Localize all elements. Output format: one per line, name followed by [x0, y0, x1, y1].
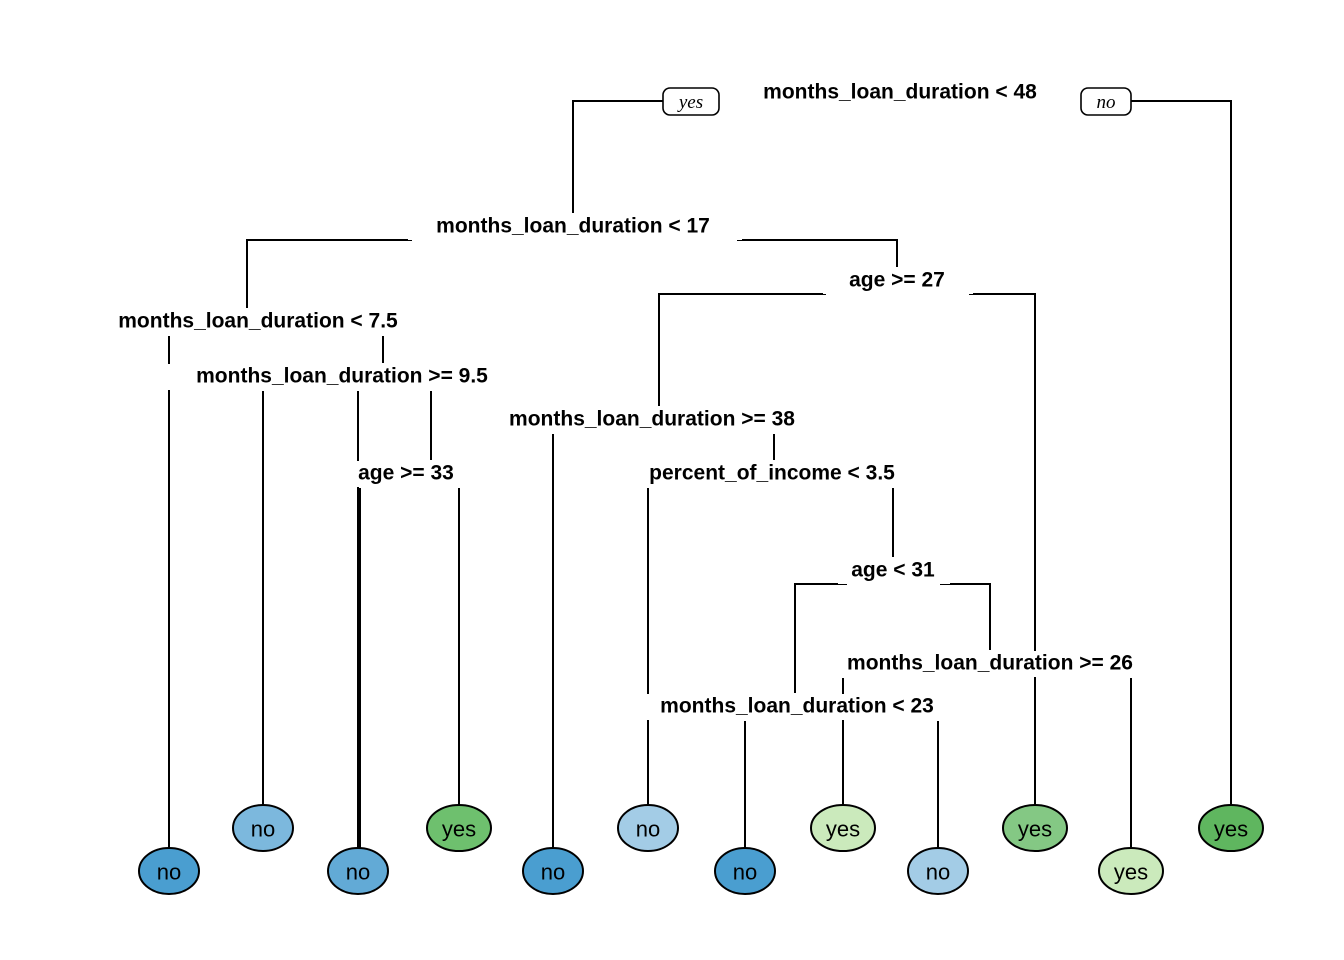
split-node-label: months_loan_duration >= 26	[847, 652, 1133, 675]
split-node-label: percent_of_income < 3.5	[649, 462, 895, 485]
label-backdrop	[78, 309, 438, 335]
leaf-label: yes	[1114, 860, 1148, 885]
label-backdrop	[823, 268, 973, 294]
leaf-node: no	[714, 847, 776, 895]
split-node-label: months_loan_duration >= 38	[509, 408, 795, 431]
edge-n9-left	[794, 583, 847, 693]
split-node-label: months_loan_duration < 7.5	[118, 310, 398, 333]
leaf-label: yes	[826, 817, 860, 842]
leaf-node: no	[138, 847, 200, 895]
split-node-n9: age < 31	[838, 558, 950, 584]
split-node-n10: months_loan_duration >= 26	[803, 651, 1181, 677]
label-backdrop	[803, 651, 1181, 677]
tree-edges	[168, 100, 1232, 855]
leaf-node: no	[907, 847, 969, 895]
edge-n3-right	[969, 293, 1036, 812]
split-node-label: months_loan_duration < 48	[763, 81, 1037, 104]
label-backdrop	[408, 214, 742, 240]
leaf-label: no	[636, 817, 660, 842]
leaf-node: no	[617, 804, 679, 852]
split-node-n6: months_loan_duration >= 38	[458, 407, 848, 433]
split-node-label: months_loan_duration < 23	[660, 695, 934, 718]
leaf-label: yes	[442, 817, 476, 842]
label-backdrop	[157, 364, 529, 390]
leaf-label: no	[926, 860, 950, 885]
split-node-n7: age >= 33	[344, 461, 470, 487]
leaf-ellipse	[1098, 847, 1164, 895]
edge-n9-right	[940, 583, 991, 650]
edge-root-no	[1131, 100, 1232, 812]
edge-n2-right	[737, 239, 898, 267]
label-backdrop	[627, 694, 969, 720]
leaf-node: yes	[426, 804, 492, 852]
leaf-label: yes	[1214, 817, 1248, 842]
split-node-n3: age >= 27	[823, 268, 973, 294]
yes-box	[662, 87, 720, 116]
leaf-node: no	[232, 804, 294, 852]
leaf-label: no	[541, 860, 565, 885]
split-node-labels: months_loan_duration < 48 months_loan_du…	[78, 80, 1181, 720]
no-box-label: no	[1097, 92, 1116, 113]
leaf-ellipse	[1198, 804, 1264, 852]
leaf-label: no	[251, 817, 275, 842]
leaf-node: no	[522, 847, 584, 895]
edge-root-yes	[572, 100, 663, 213]
leaf-nodes: no no no yes no no	[138, 804, 1264, 895]
split-node-n4: months_loan_duration < 7.5	[78, 309, 438, 335]
leaf-node: yes	[1002, 804, 1068, 852]
split-node-n11: months_loan_duration < 23	[627, 694, 969, 720]
split-node-n1: months_loan_duration < 48	[735, 80, 1075, 106]
label-backdrop	[344, 461, 470, 487]
split-node-n2: months_loan_duration < 17	[408, 214, 742, 240]
leaf-label: no	[157, 860, 181, 885]
split-node-label: age < 31	[851, 559, 935, 582]
split-node-label: months_loan_duration >= 9.5	[196, 365, 488, 388]
leaf-ellipse	[1002, 804, 1068, 852]
label-backdrop	[458, 407, 848, 433]
leaf-node: yes	[810, 804, 876, 852]
leaf-label: no	[346, 860, 370, 885]
leaf-ellipse	[138, 847, 200, 895]
split-node-n5: months_loan_duration >= 9.5	[157, 364, 529, 390]
split-node-label: age >= 33	[358, 462, 454, 485]
label-backdrop	[618, 461, 928, 487]
split-node-label: months_loan_duration < 17	[436, 215, 710, 238]
leaf-ellipse	[232, 804, 294, 852]
leaf-node: yes	[1098, 847, 1164, 895]
leaf-ellipse	[426, 804, 492, 852]
leaf-node: no	[327, 847, 389, 895]
edge-n3-left	[658, 293, 826, 406]
root-branch-no: no	[1080, 87, 1132, 116]
leaf-ellipse	[522, 847, 584, 895]
leaf-ellipse	[617, 804, 679, 852]
leaf-ellipse	[810, 804, 876, 852]
label-backdrop	[838, 558, 950, 584]
leaf-ellipse	[327, 847, 389, 895]
split-node-label: age >= 27	[849, 269, 945, 292]
edge-n2-left	[246, 239, 412, 308]
leaf-ellipse	[907, 847, 969, 895]
yes-box-label: yes	[677, 92, 703, 113]
root-branch-yes: yes	[662, 87, 720, 116]
split-node-n8: percent_of_income < 3.5	[618, 461, 928, 487]
leaf-label: yes	[1018, 817, 1052, 842]
leaf-node: yes	[1198, 804, 1264, 852]
leaf-ellipse	[714, 847, 776, 895]
label-backdrop	[735, 80, 1075, 106]
no-box	[1080, 87, 1132, 116]
leaf-label: no	[733, 860, 757, 885]
